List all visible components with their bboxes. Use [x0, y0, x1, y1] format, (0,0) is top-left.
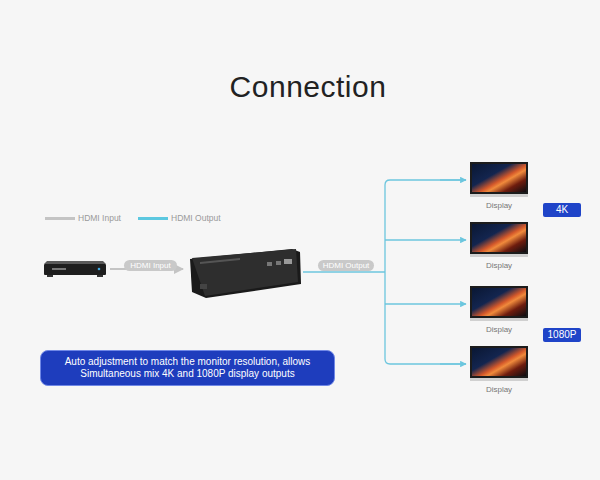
display-caption: Display	[486, 325, 512, 334]
legend-text: HDMI Output	[171, 213, 221, 223]
monitor-stand	[470, 318, 528, 321]
monitor-stand	[470, 194, 528, 197]
legend-item: HDMI Input	[45, 213, 121, 223]
player-body	[44, 264, 106, 275]
splitter-port	[276, 261, 281, 265]
display-caption: Display	[486, 201, 512, 210]
note-box: Auto adjustment to match the monitor res…	[40, 350, 335, 386]
legend-swatch	[45, 217, 75, 220]
player-foot	[97, 275, 103, 277]
node-text: Auto adjustment to match the monitor res…	[49, 356, 326, 380]
player-led	[98, 268, 101, 271]
diagram-title: Connection	[8, 70, 600, 104]
monitor-screen	[470, 162, 528, 194]
display-caption: Display	[486, 261, 512, 270]
output-wire	[303, 271, 385, 272]
monitor-screen	[470, 346, 528, 378]
splitter-side	[190, 249, 301, 298]
legend-item: HDMI Output	[138, 213, 221, 223]
legend-text: HDMI Input	[78, 213, 121, 223]
display-caption: Display	[486, 385, 512, 394]
splitter-port	[267, 262, 272, 266]
player-tray	[52, 268, 66, 270]
splitter-badge	[200, 258, 240, 264]
output-wire	[385, 180, 466, 364]
monitor-screen	[470, 286, 528, 318]
monitor-stand	[470, 254, 528, 257]
display-monitor: Display	[466, 346, 532, 398]
splitter-body	[192, 249, 298, 296]
output-wire	[385, 239, 466, 240]
splitter-logo	[284, 259, 292, 264]
resolution-badge: 1080P	[543, 328, 581, 342]
resolution-badge: 4K	[543, 203, 581, 217]
wire-label: HDMI Input	[124, 260, 177, 271]
wire-label: HDMI Output	[318, 260, 374, 271]
display-monitor: Display	[466, 222, 532, 274]
display-monitor: Display	[466, 286, 532, 338]
splitter-port	[200, 284, 207, 289]
display-monitor: Display	[466, 162, 532, 214]
output-wire	[440, 179, 466, 180]
output-wire	[440, 363, 466, 364]
monitor-stand	[470, 378, 528, 381]
player-foot	[47, 275, 53, 277]
node-text: 1080P	[548, 329, 577, 340]
node-text: 4K	[556, 204, 568, 215]
output-wire	[385, 303, 466, 304]
monitor-screen	[470, 222, 528, 254]
player-top	[44, 261, 106, 264]
legend-swatch	[138, 217, 168, 220]
